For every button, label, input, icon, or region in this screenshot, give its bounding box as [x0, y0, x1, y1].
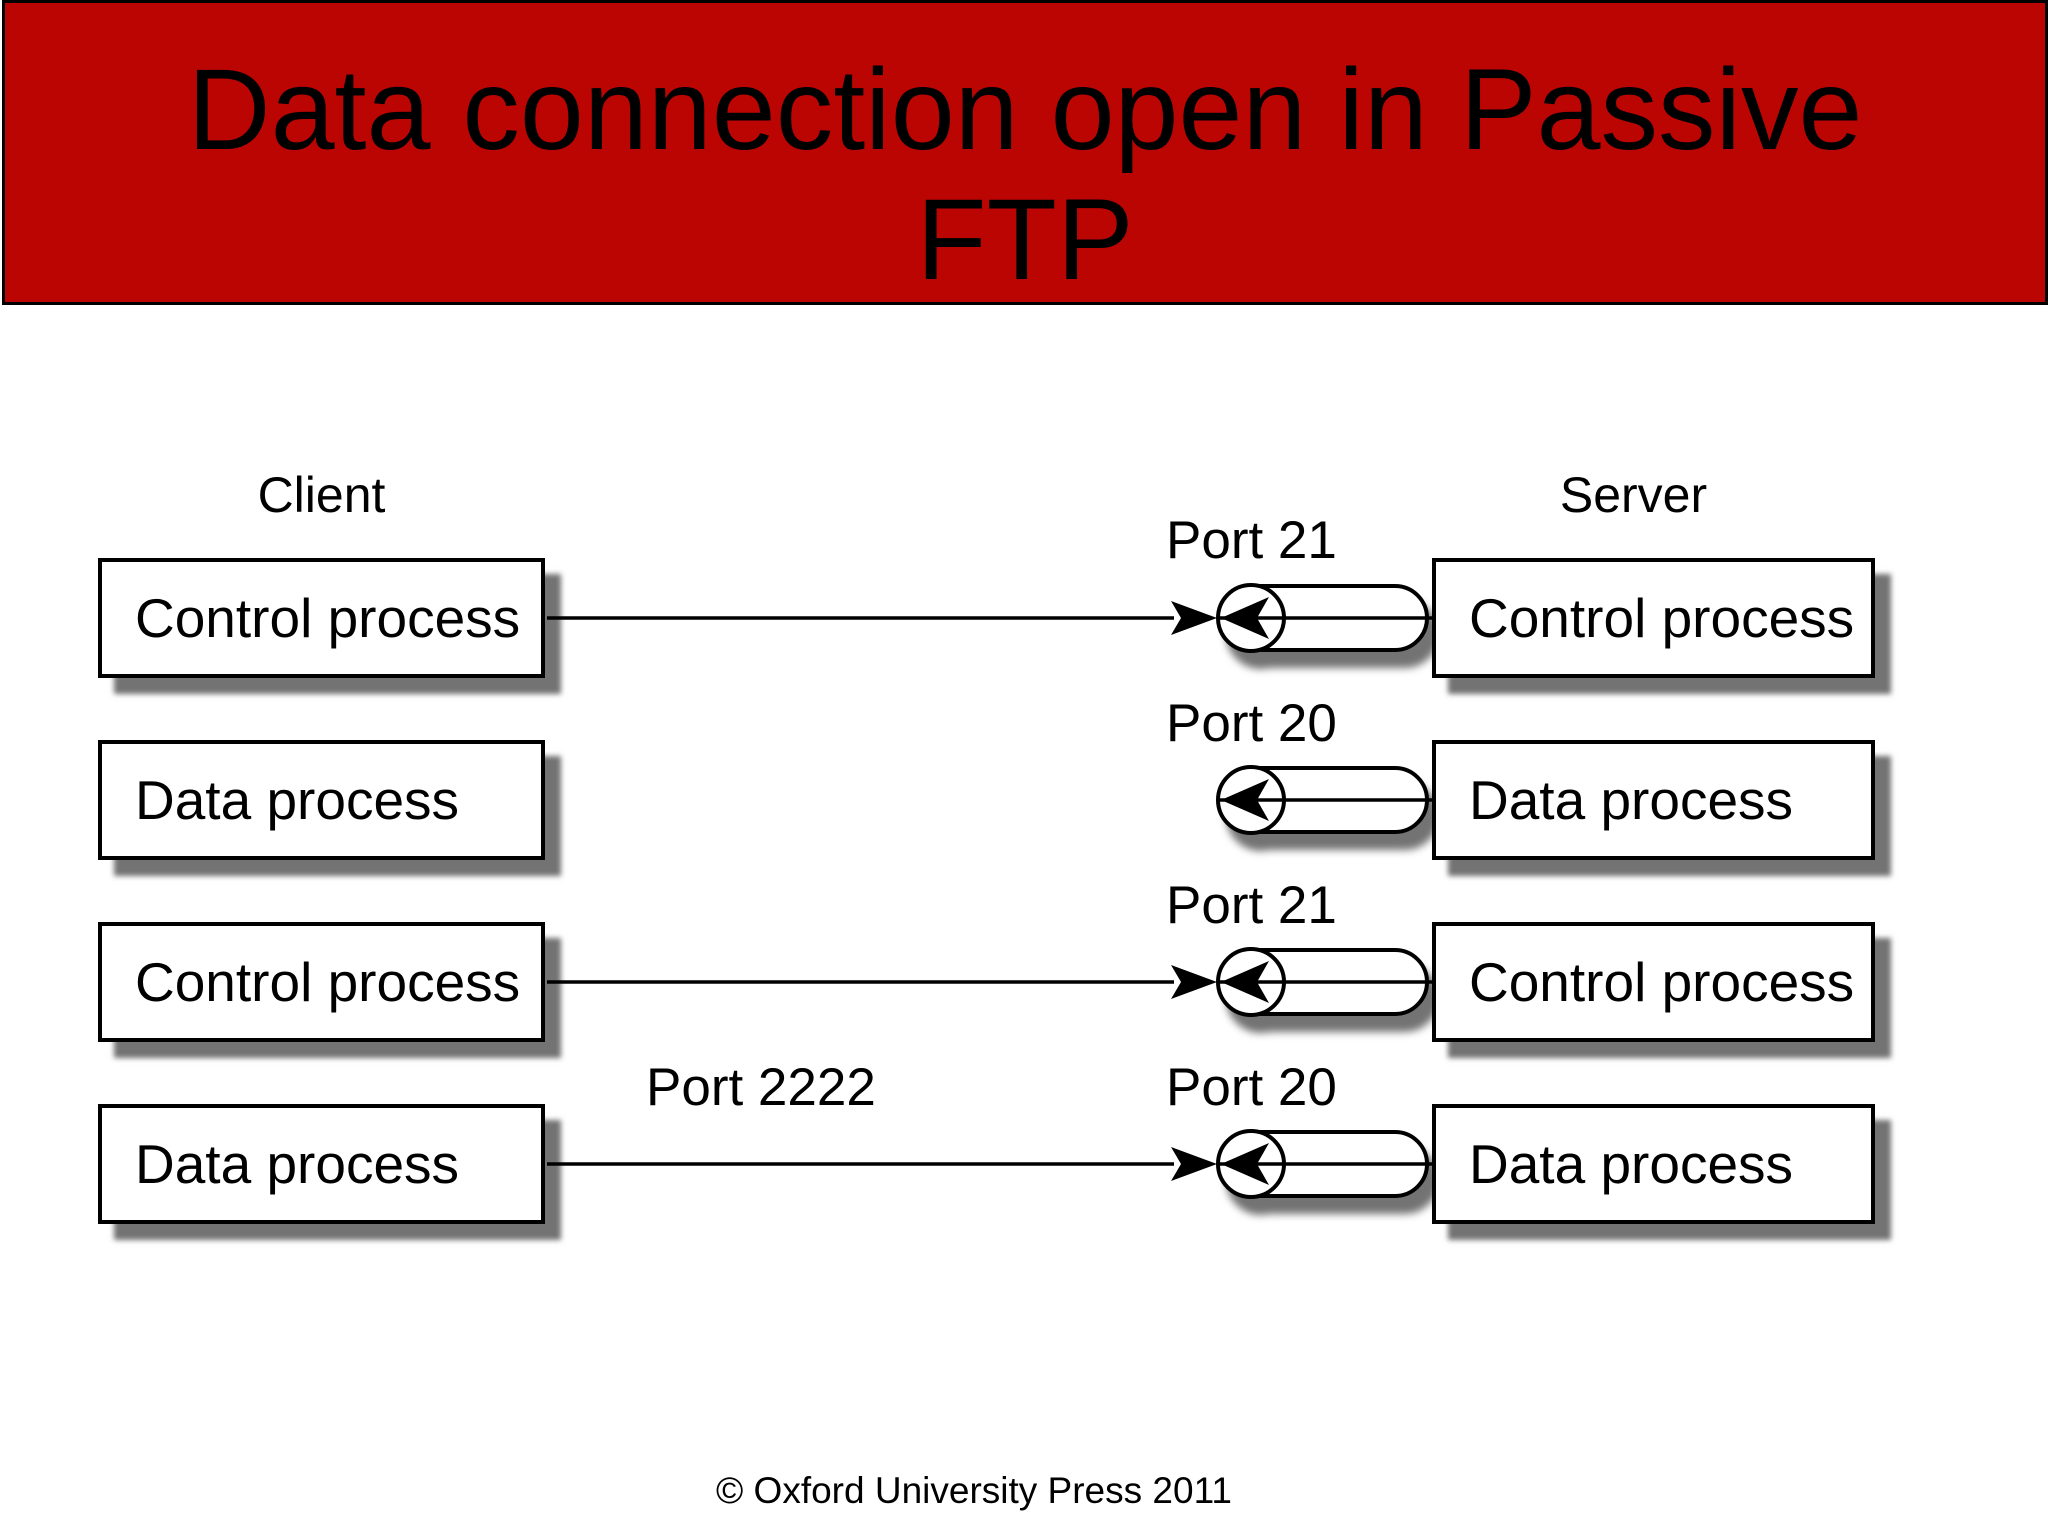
client-control-box-2: Control process — [98, 922, 545, 1042]
process-box-label: Data process — [135, 1133, 460, 1195]
arrowhead-icon — [1171, 965, 1217, 999]
port-circle — [1216, 1129, 1286, 1199]
port-circle — [1216, 765, 1286, 835]
port-capsule-icon — [1216, 1129, 1429, 1199]
port-capsule-icon — [1216, 947, 1429, 1017]
left-arrow-icon — [1221, 1143, 1269, 1185]
client-port-label-row4: Port 2222 — [646, 1058, 876, 1117]
connection-row-4 — [547, 1129, 1432, 1199]
process-box-label: Control process — [1469, 587, 1855, 649]
left-arrow-icon — [1221, 779, 1269, 821]
left-arrow-icon — [1221, 961, 1269, 1003]
left-arrow-icon — [1221, 597, 1269, 639]
process-box-label: Data process — [1469, 769, 1794, 831]
server-control-box-1: Control process — [1432, 558, 1875, 678]
port-capsule-body — [1217, 766, 1429, 834]
process-box-label: Control process — [135, 587, 521, 649]
server-column-label: Server — [1559, 467, 1708, 523]
arrowhead-icon — [1171, 601, 1217, 635]
port-capsule-icon — [1216, 765, 1429, 835]
connection-row-1 — [547, 583, 1432, 653]
port-circle — [1216, 947, 1286, 1017]
port-capsule-body — [1217, 1130, 1429, 1198]
process-box-label: Data process — [1469, 1133, 1794, 1195]
process-box-label: Control process — [1469, 951, 1855, 1013]
client-control-box-1: Control process — [98, 558, 545, 678]
process-box-label: Data process — [135, 769, 460, 831]
client-data-box-1: Data process — [98, 740, 545, 860]
port-label-row1: Port 21 — [1166, 511, 1337, 570]
page-title-line2: FTP — [916, 176, 1134, 304]
port-label-row3: Port 21 — [1166, 876, 1337, 935]
server-data-box-2: Data process — [1432, 1104, 1875, 1224]
slide-title-banner: Data connection open in Passive FTP — [2, 0, 2048, 305]
client-column-label: Client — [257, 467, 386, 523]
arrowhead-icon — [1171, 1147, 1217, 1181]
port-capsule-icon — [1216, 583, 1429, 653]
port-label-row2: Port 20 — [1166, 694, 1337, 753]
copyright-notice: © Oxford University Press 2011 — [716, 1470, 1232, 1511]
server-data-box-1: Data process — [1432, 740, 1875, 860]
server-control-box-2: Control process — [1432, 922, 1875, 1042]
process-box-label: Control process — [135, 951, 521, 1013]
connection-row-3 — [547, 947, 1432, 1017]
page-title-line1: Data connection open in Passive — [187, 46, 1863, 174]
connection-row-2 — [1216, 765, 1432, 835]
port-label-row4: Port 20 — [1166, 1058, 1337, 1117]
port-circle — [1216, 583, 1286, 653]
client-data-box-2: Data process — [98, 1104, 545, 1224]
port-capsule-body — [1217, 948, 1429, 1016]
port-capsule-body — [1217, 584, 1429, 652]
